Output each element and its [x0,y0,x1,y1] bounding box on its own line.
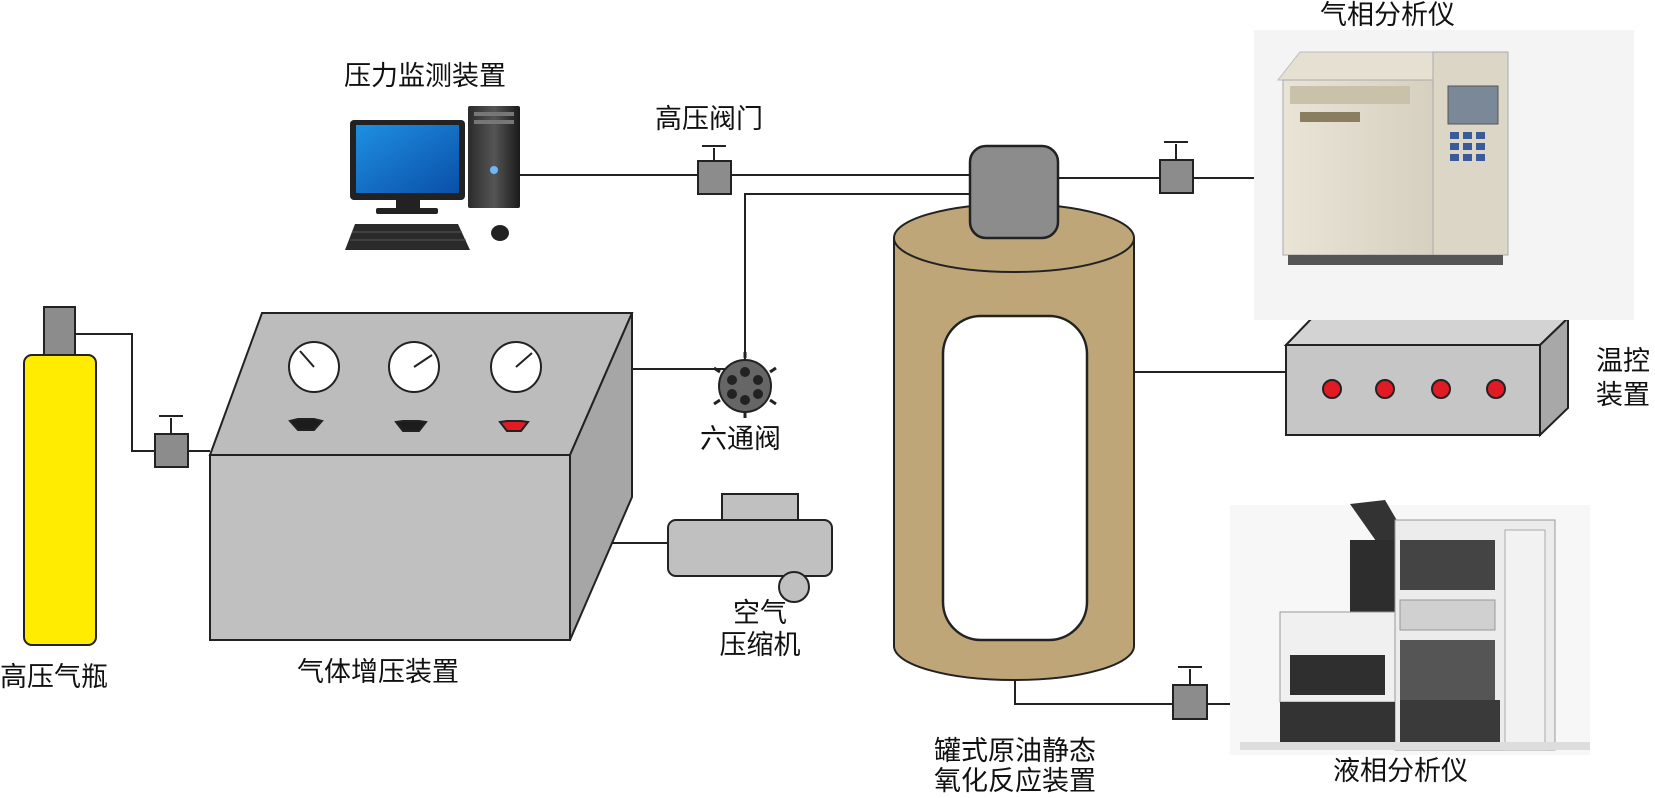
oxidation-reactor [893,144,1135,681]
gas-analyzer-label: 气相分析仪 [1320,0,1455,31]
compressor-label-1: 空气 [733,598,787,629]
indicator-light-1 [1322,379,1342,399]
liquid-analyzer-label: 液相分析仪 [1333,756,1468,787]
booster-label: 气体增压装置 [297,657,459,688]
temperature-controller [1283,315,1571,438]
indicator-light-2 [1375,379,1395,399]
pressure-gauge-2 [388,341,440,393]
reactor-label-1: 罐式原油静态 [934,736,1096,767]
pressure-monitor-label: 压力监测装置 [344,61,506,92]
computer-icon [345,106,520,250]
compressor-label-2: 压缩机 [719,630,801,661]
knob-1 [288,418,324,431]
gas-cylinder-label: 高压气瓶 [0,662,108,693]
valve-cylinder [154,415,189,468]
pressure-gauge-1 [288,341,340,393]
high-pressure-valve-top [697,145,732,195]
temp-control-label-1: 温控 [1596,346,1650,377]
indicator-light-4 [1486,379,1506,399]
valve-gc [1159,141,1194,194]
indicator-light-3 [1431,379,1451,399]
six-way-valve-label: 六通阀 [700,424,781,455]
air-compressor [667,493,833,603]
gas-cylinder [23,306,97,646]
high-pressure-valve-label: 高压阀门 [655,104,763,135]
pressure-gauge-3 [490,341,542,393]
gas-chromatograph-icon [1254,30,1634,320]
knob-3 [498,420,530,432]
temp-control-label-2: 装置 [1596,380,1650,411]
liquid-chromatograph-icon [1230,500,1590,755]
six-way-valve-icon [713,352,777,418]
line-reactor-to-six-way [744,193,970,352]
gas-booster-box [208,312,634,641]
valve-lc [1172,666,1208,720]
reactor-label-2: 氧化反应装置 [934,766,1096,797]
knob-2 [394,420,428,432]
